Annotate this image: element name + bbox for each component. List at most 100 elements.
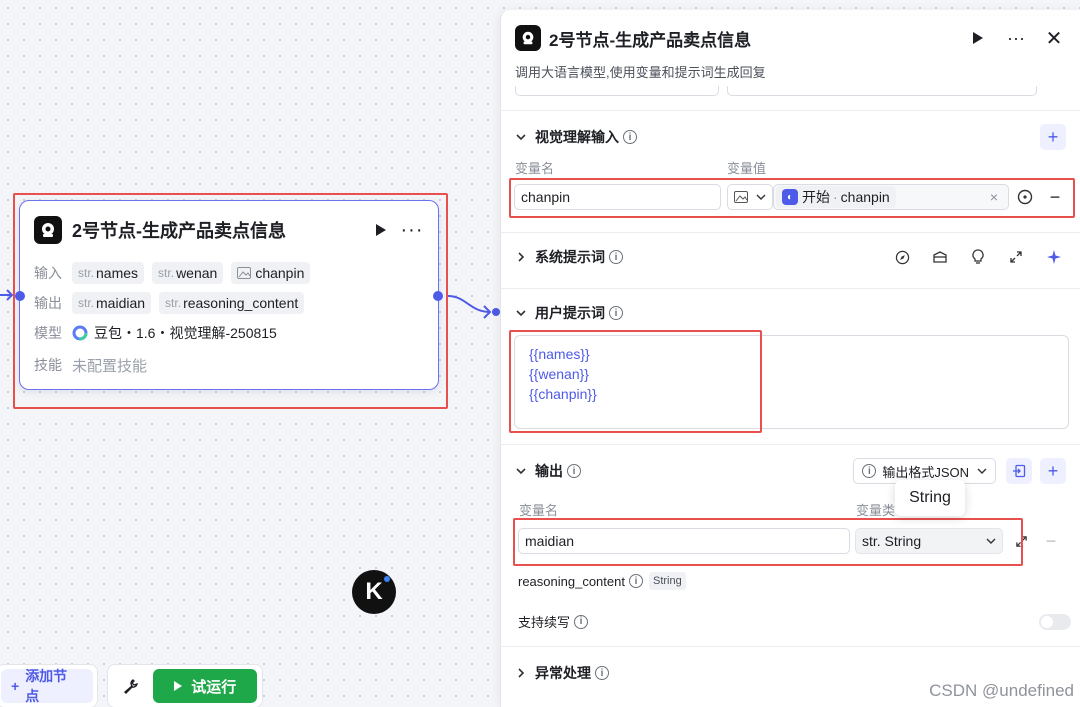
remove-row-icon[interactable]: −: [1049, 186, 1061, 207]
divider: [501, 110, 1080, 111]
library-icon[interactable]: [928, 245, 952, 269]
llm-node-card[interactable]: 2号节点-生成产品卖点信息 ··· 输入 str.names str.wenan…: [15, 200, 443, 390]
chevron-down-icon: [977, 468, 987, 474]
wrench-icon[interactable]: [119, 674, 143, 698]
add-node-button[interactable]: +添加节点: [1, 668, 93, 704]
prev-field-remnant: [727, 86, 1037, 96]
col-var-name: 变量名: [515, 161, 555, 176]
user-prompt-header[interactable]: 用户提示词 i: [515, 300, 1066, 326]
play-icon: [174, 681, 183, 691]
node-header: 2号节点-生成产品卖点信息 ···: [34, 215, 424, 245]
continue-writing-toggle[interactable]: [1039, 614, 1071, 630]
run-box: 试运行: [107, 664, 263, 707]
output-tag-reasoning: str.reasoning_content: [159, 292, 305, 314]
info-icon[interactable]: i: [609, 250, 623, 264]
ai-sparkle-icon[interactable]: [1042, 245, 1066, 269]
input-tag-chanpin: chanpin: [231, 262, 311, 284]
continue-writing-row: 支持续写 i: [518, 612, 589, 631]
prompt-line: {{names}}: [529, 346, 590, 362]
col-var-value: 变量值: [727, 161, 767, 176]
input-tag-wenan: str.wenan: [152, 262, 224, 284]
system-prompt-header[interactable]: 系统提示词 i: [515, 244, 1066, 270]
node-config-panel: 2号节点-生成产品卖点信息 ··· ✕ 调用大语言模型,使用变量和提示词生成回复…: [500, 10, 1080, 707]
output-label: 输出: [34, 295, 62, 311]
variable-reference-chip: ◐ 开始 · chanpin: [776, 186, 896, 208]
expand-icon[interactable]: [1004, 245, 1028, 269]
output-section-title: 输出: [535, 463, 563, 479]
exception-section-title: 异常处理: [535, 665, 591, 681]
info-icon[interactable]: i: [628, 574, 643, 588]
chevron-down-icon[interactable]: [515, 307, 527, 319]
image-icon: [237, 267, 252, 279]
incoming-edge: [0, 289, 14, 301]
clear-icon[interactable]: ×: [989, 189, 998, 205]
chevron-right-icon[interactable]: [515, 667, 527, 679]
variable-picker-icon[interactable]: [1013, 185, 1037, 209]
type-tooltip: String: [895, 480, 965, 516]
play-icon[interactable]: [966, 26, 990, 50]
skill-label: 技能: [34, 357, 62, 373]
variable-reference-field[interactable]: ◐ 开始 · chanpin ×: [773, 184, 1009, 210]
info-icon[interactable]: i: [609, 306, 623, 320]
col-var-type: 变量类: [856, 503, 896, 518]
play-icon[interactable]: [368, 218, 392, 242]
vision-section-title: 视觉理解输入: [535, 129, 619, 145]
vision-section-header[interactable]: 视觉理解输入 i +: [515, 124, 1066, 150]
skill-value: 未配置技能: [72, 357, 148, 375]
output-section-header[interactable]: 输出 i i 输出格式JSON +: [515, 458, 1066, 484]
close-icon[interactable]: ✕: [1045, 27, 1063, 50]
remove-row-icon[interactable]: −: [1045, 530, 1057, 551]
value-type-select[interactable]: [727, 184, 773, 210]
import-icon[interactable]: [1006, 458, 1032, 484]
chevron-right-icon[interactable]: [515, 251, 527, 263]
k-logo: K: [352, 570, 396, 614]
node-input-port[interactable]: [15, 291, 25, 301]
add-output-button[interactable]: +: [1040, 458, 1066, 484]
reasoning-type-badge: String: [648, 572, 686, 590]
col-var-name: 变量名: [519, 503, 559, 518]
info-icon[interactable]: i: [567, 464, 581, 478]
add-vision-input-button[interactable]: +: [1040, 124, 1066, 150]
prev-field-remnant: [515, 86, 719, 96]
doubao-model-icon: [72, 325, 88, 341]
image-icon: [734, 191, 748, 203]
info-icon[interactable]: i: [623, 130, 637, 144]
test-run-button[interactable]: 试运行: [152, 669, 257, 703]
llm-logo-icon: [34, 216, 62, 244]
info-icon[interactable]: i: [595, 666, 609, 680]
expand-icon[interactable]: [1009, 529, 1033, 553]
node-output-port[interactable]: [433, 291, 443, 301]
chevron-down-icon[interactable]: [515, 131, 527, 143]
exception-section-header[interactable]: 异常处理 i: [515, 660, 1066, 686]
user-prompt-editor[interactable]: {{names}} {{wenan}} {{chanpin}}: [514, 335, 1069, 429]
panel-header: 2号节点-生成产品卖点信息 ··· ✕: [515, 24, 1066, 52]
node-skill-row: 技能 未配置技能: [34, 353, 147, 377]
more-icon[interactable]: ···: [1007, 27, 1025, 48]
panel-title: 2号节点-生成产品卖点信息: [549, 30, 752, 50]
node-model-row: 模型 豆包・1.6・视觉理解-250815: [34, 321, 277, 345]
divider: [501, 232, 1080, 233]
output-var-name-input[interactable]: maidian: [518, 528, 850, 554]
node-inputs-row: 输入 str.names str.wenan chanpin: [34, 261, 318, 285]
chevron-down-icon[interactable]: [515, 465, 527, 477]
workflow-canvas[interactable]: 2号节点-生成产品卖点信息 ··· 输入 str.names str.wenan…: [0, 0, 500, 707]
user-prompt-title: 用户提示词: [535, 305, 605, 321]
continue-writing-label: 支持续写: [518, 615, 571, 630]
lightbulb-icon[interactable]: [966, 245, 990, 269]
more-icon[interactable]: ···: [400, 218, 424, 241]
chevron-down-icon: [756, 194, 766, 200]
prompt-line: {{wenan}}: [529, 366, 589, 382]
vision-var-name-input[interactable]: chanpin: [514, 184, 721, 210]
output-type-select[interactable]: str. String: [855, 528, 1003, 554]
divider: [501, 444, 1080, 445]
llm-logo-icon: [515, 25, 541, 51]
node-title: 2号节点-生成产品卖点信息: [72, 221, 287, 241]
prompt-line: {{chanpin}}: [529, 386, 597, 402]
divider: [501, 288, 1080, 289]
info-icon: i: [862, 464, 877, 478]
model-label: 模型: [34, 325, 62, 341]
model-name: 豆包・1.6・视觉理解-250815: [94, 325, 277, 341]
reasoning-var-name: reasoning_content: [518, 573, 625, 589]
info-icon[interactable]: i: [574, 614, 589, 629]
compass-icon[interactable]: [890, 245, 914, 269]
